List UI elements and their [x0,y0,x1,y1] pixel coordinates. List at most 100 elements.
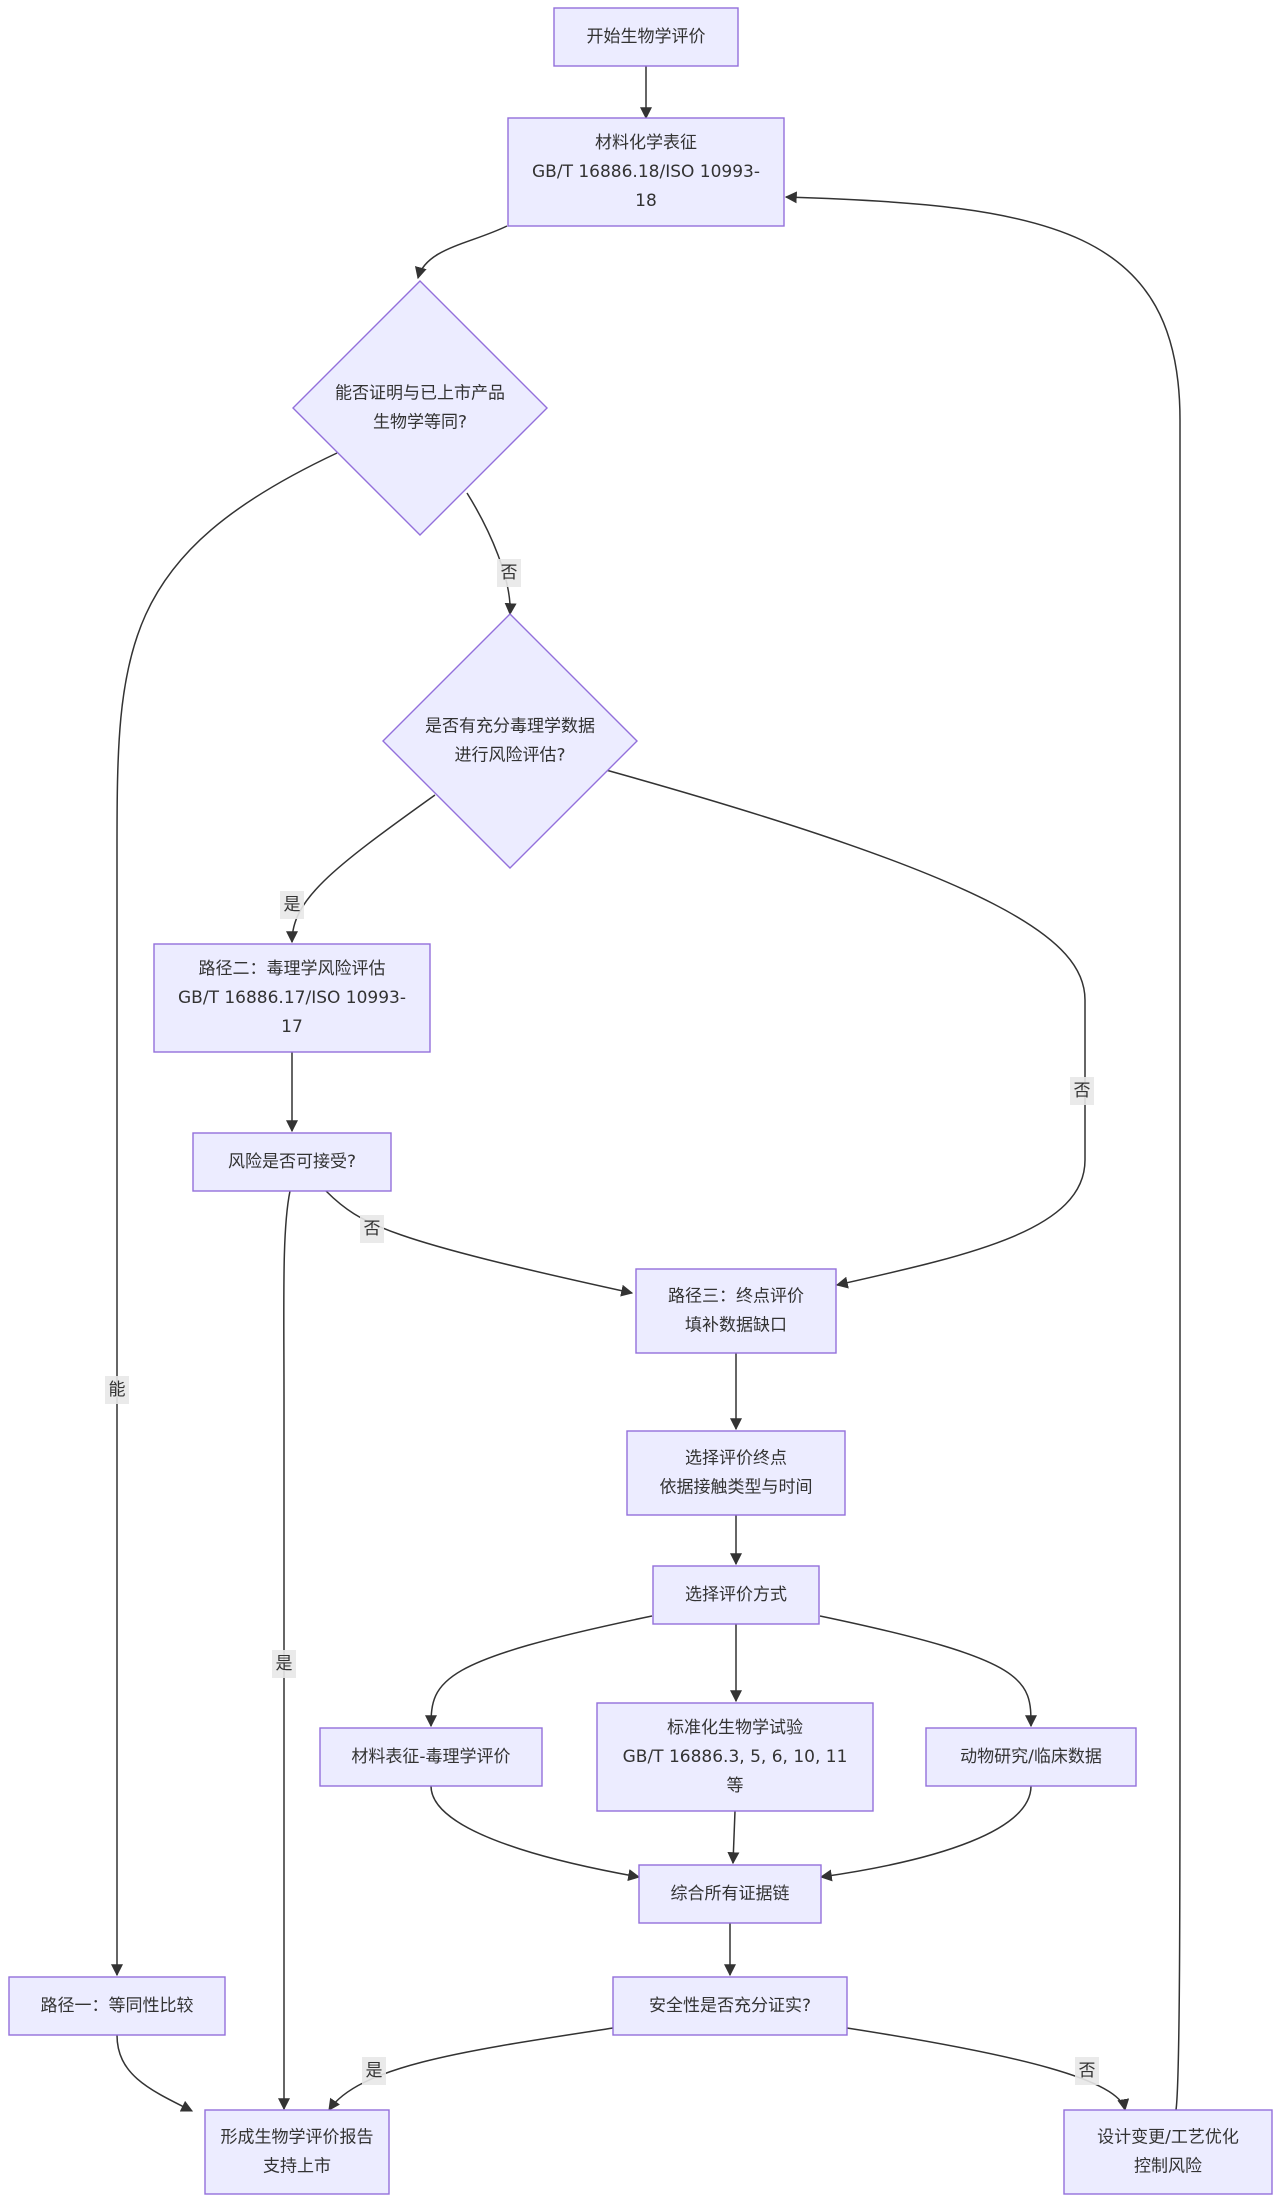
edge-std-evidence [727,1810,740,1865]
node-label-line: 路径三：终点评价 [668,1287,804,1307]
edge-label-tox-no: 否 [1070,1077,1094,1105]
node-label-line: 路径一：等同性比较 [41,1996,194,2016]
edge-label-background [360,1215,384,1243]
edge-label-background [272,1650,296,1678]
node-label-line: 17 [281,1017,303,1037]
process-shape [626,1430,846,1516]
edge-label-text: 能 [109,1380,126,1400]
process-shape [8,1976,226,2036]
edge-path1-report [116,2034,194,2112]
edge-method-animal [819,1615,1037,1728]
decision-shape [382,613,638,869]
node-label-line: GB/T 16886.17/ISO 10993- [178,988,406,1008]
node-label-line: 控制风险 [1134,2157,1202,2177]
edge-label-safety-no: 否 [1075,2057,1099,2085]
edge-label-equiv-yes: 能 [105,1376,129,1404]
process-shape [612,1976,848,2036]
edge-label-text: 否 [501,563,518,583]
node-label-line: 进行风险评估? [454,746,565,766]
process-shape [153,943,431,1053]
process-shape [638,1864,822,1924]
edge-label-background [362,2057,386,2085]
edge-label-text: 否 [1074,1081,1091,1101]
edge-label-background [1070,1077,1094,1105]
node-path1[interactable]: 路径一：等同性比较 [8,1976,226,2036]
edge-label-background [497,559,521,587]
node-label-line: 能否证明与已上市产品 [335,384,505,404]
edge-label-text: 否 [364,1219,381,1239]
node-animal-clinical[interactable]: 动物研究/临床数据 [925,1727,1137,1787]
edge-label-safety-yes: 是 [362,2057,386,2085]
process-shape [596,1702,874,1812]
edge-label-risk-no: 否 [360,1215,384,1243]
edge-label-risk-yes: 是 [272,1650,296,1678]
process-shape [1063,2109,1273,2195]
edge-equiv-tox [466,492,517,616]
node-label-line: 综合所有证据链 [671,1884,790,1904]
process-shape [319,1727,543,1787]
process-shape [192,1132,392,1192]
edge-animal-evidence [819,1785,1032,1882]
edge-equiv-path1 [111,452,338,1977]
edge-risk-path3 [325,1190,634,1297]
node-label-line: 动物研究/临床数据 [960,1747,1102,1767]
process-shape [652,1565,820,1625]
node-label-line: 支持上市 [263,2157,331,2177]
edge-label-background [105,1376,129,1404]
node-mat-tox-eval[interactable]: 材料表征-毒理学评价 [319,1727,543,1787]
node-label-line: 材料化学表征 [595,133,697,153]
process-shape [553,7,739,67]
node-std-tests[interactable]: 标准化生物学试验 GB/T 16886.3, 5, 6, 10, 11 等 [596,1702,874,1812]
edge-material-equiv [415,225,508,280]
node-label-line: 标准化生物学试验 [667,1718,803,1738]
node-start[interactable]: 开始生物学评价 [553,7,739,67]
edge-label-text: 是 [366,2061,383,2081]
edge-safety-redesign [846,2027,1130,2112]
edge-label-tox-yes: 是 [280,891,304,919]
process-shape [507,117,785,227]
edge-method-mattox [425,1615,653,1728]
decision-shape [292,280,548,536]
edge-risk-report [278,1190,291,2111]
edge-mattox-evidence [430,1785,641,1881]
edge-label-text: 是 [276,1654,293,1674]
node-label-line: 路径二：毒理学风险评估 [199,959,386,979]
node-label-line: 风险是否可接受? [228,1152,356,1172]
node-label-line: 形成生物学评价报告 [221,2128,374,2148]
node-label-line: 材料表征-毒理学评价 [351,1747,510,1767]
edge-label-text: 是 [284,895,301,915]
node-label-line: 选择评价终点 [685,1449,787,1469]
node-label-line: 生物学等同? [373,413,467,433]
process-shape [204,2109,390,2195]
node-label-line: 依据接触类型与时间 [660,1478,813,1498]
node-label-line: GB/T 16886.3, 5, 6, 10, 11 [623,1747,848,1767]
process-shape [635,1268,837,1354]
node-select-method[interactable]: 选择评价方式 [652,1565,820,1625]
node-label-line: 等 [727,1776,744,1796]
node-label-line: 18 [635,191,657,211]
node-label-line: 设计变更/工艺优化 [1097,2128,1239,2148]
node-safety-ok[interactable]: 安全性是否充分证实? [612,1976,848,2036]
edge-label-background [1075,2057,1099,2085]
node-path2[interactable]: 路径二：毒理学风险评估 GB/T 16886.17/ISO 10993- 17 [153,943,431,1053]
node-label-line: 填补数据缺口 [685,1316,787,1336]
node-label-line: 选择评价方式 [685,1585,787,1605]
node-risk-ok[interactable]: 风险是否可接受? [192,1132,392,1192]
edge-safety-report [328,2027,614,2111]
edge-tox-path3 [605,769,1086,1289]
edge-label-background [280,891,304,919]
edge-label-equiv-no: 否 [497,559,521,587]
node-label-line: 开始生物学评价 [587,27,706,47]
edge-redesign-material [784,191,1181,2111]
edge-tox-path2 [286,794,436,944]
node-evidence[interactable]: 综合所有证据链 [638,1864,822,1924]
process-shape [925,1727,1137,1787]
